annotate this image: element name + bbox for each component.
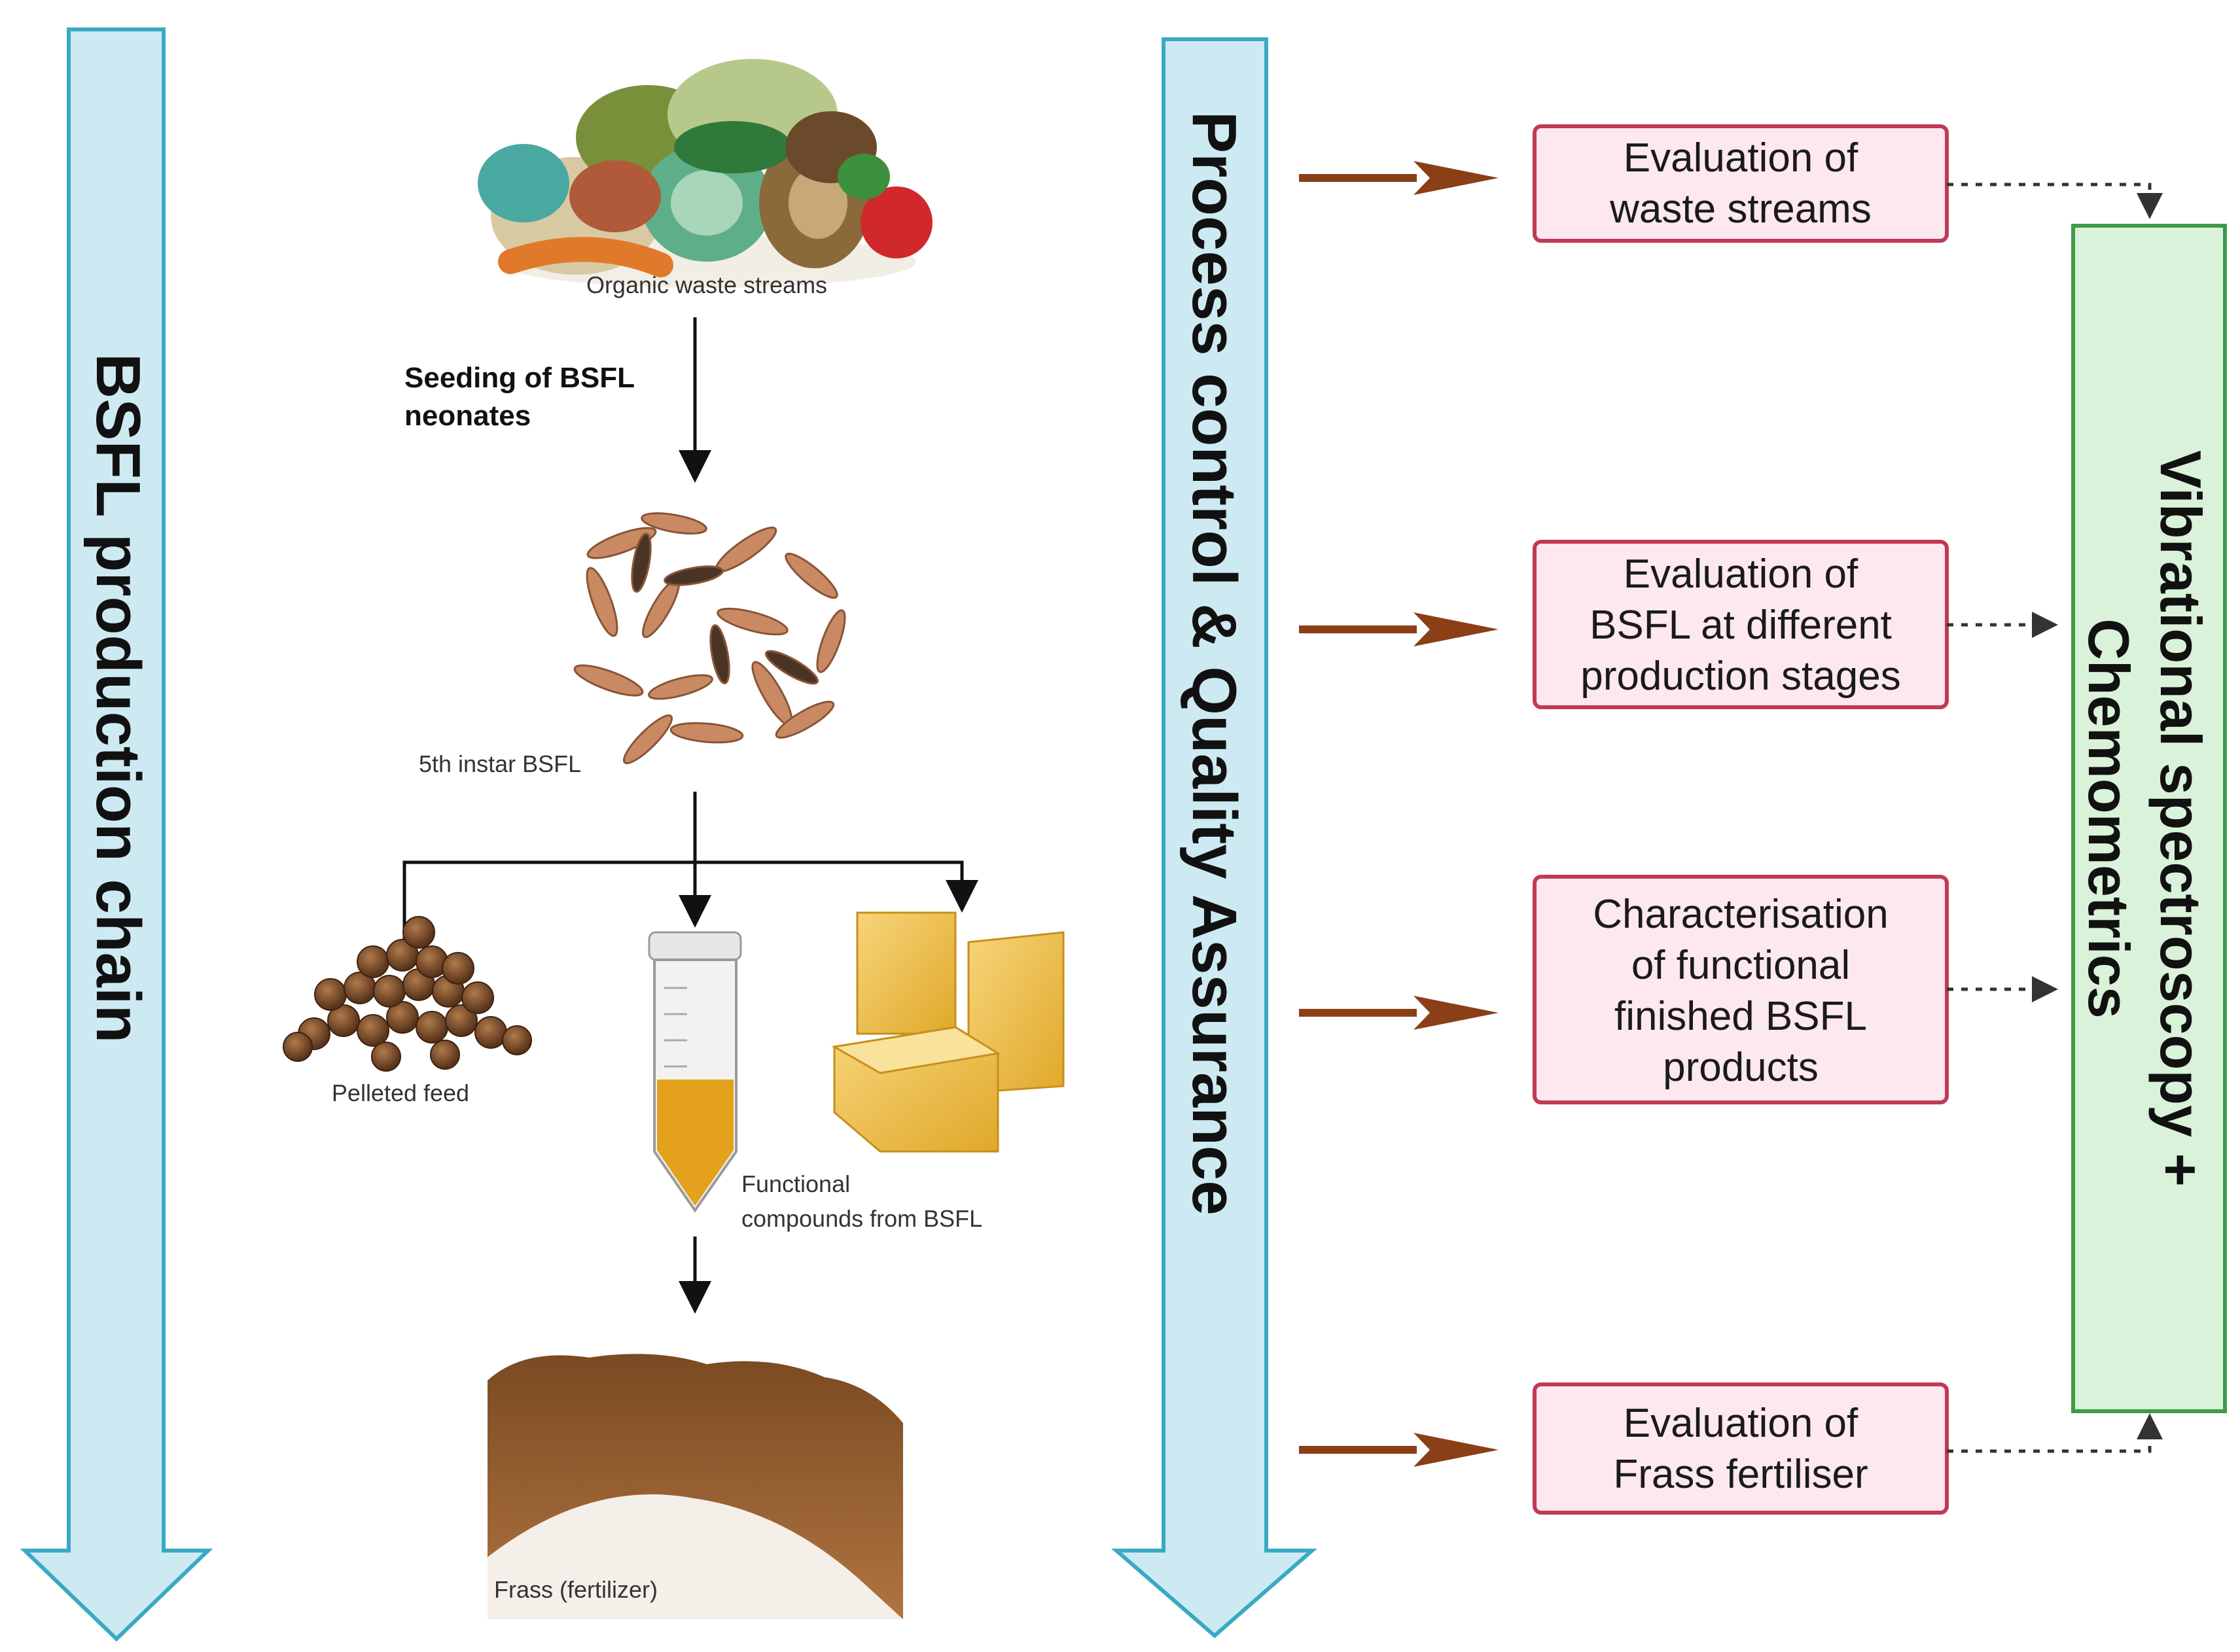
qa-box-2-line-2: BSFL at different (1590, 603, 1892, 648)
dotted-connector-4 (1947, 1413, 2163, 1453)
qa-arrow-label: Process control & Quality Assurance (1179, 111, 1249, 1216)
brown-arrow-2 (1299, 612, 1499, 646)
qa-box-1-line-2: waste streams (1609, 186, 1872, 232)
pelleted-feed-illustration (283, 916, 532, 1072)
functional-products-illustration (831, 911, 1065, 1153)
qa-box-3-line-1: Characterisation (1593, 892, 1888, 937)
production-chain-arrow-label: BSFL production chain (83, 353, 153, 1043)
qa-arrow: Process control & Quality Assurance (1111, 37, 1318, 1638)
frass-illustration (488, 1354, 903, 1619)
dotted-connectors (1947, 183, 2163, 1453)
larvae-label: 5th instar BSFL (419, 750, 581, 777)
dotted-connector-1 (1947, 183, 2163, 219)
brown-arrow-1 (1299, 161, 1499, 195)
pelleted-feed-label: Pelleted feed (332, 1080, 469, 1106)
production-chain-arrow-shape (20, 27, 213, 1642)
qa-box-bsfl-stages: Evaluation of BSFL at different producti… (1533, 540, 1949, 709)
organic-waste-illustration: Organic waste streams (478, 59, 933, 298)
qa-box-4-line-2: Frass fertiliser (1613, 1452, 1868, 1497)
seeding-label-line1: Seeding of BSFL (404, 362, 635, 394)
spectroscopy-box-line-2: Chemometrics (2076, 618, 2141, 1018)
spectroscopy-box: Vibrational spectroscopy + Chemometrics (2071, 224, 2227, 1413)
qa-box-1-line-1: Evaluation of (1624, 135, 1858, 181)
spectroscopy-box-line-1: Vibrational spectroscopy + (2148, 450, 2213, 1187)
qa-box-functional-products: Characterisation of functional finished … (1533, 875, 1949, 1104)
qa-brown-arrows (1299, 161, 1499, 1467)
branch-arrows (402, 792, 978, 958)
qa-box-3-line-4: products (1663, 1045, 1819, 1090)
frass-label: Frass (fertilizer) (494, 1576, 658, 1603)
qa-box-3-line-2: of functional (1631, 943, 1850, 988)
qa-box-frass-fertiliser: Evaluation of Frass fertiliser (1533, 1382, 1949, 1515)
functional-compounds-label-line2: compounds from BSFL (741, 1205, 982, 1232)
brown-arrow-4 (1299, 1433, 1499, 1467)
qa-box-3-line-3: finished BSFL (1614, 994, 1867, 1039)
qa-box-waste-streams: Evaluation of waste streams (1533, 124, 1949, 243)
organic-waste-label: Organic waste streams (586, 272, 827, 298)
qa-arrow-shape (1111, 37, 1318, 1638)
qa-box-2-line-1: Evaluation of (1624, 552, 1858, 597)
larvae-illustration (573, 512, 846, 765)
qa-box-4-line-1: Evaluation of (1624, 1401, 1858, 1446)
functional-compounds-label-line1: Functional (741, 1170, 850, 1197)
seeding-label-line2: neonates (404, 400, 531, 432)
production-chain-arrow: BSFL production chain (20, 27, 213, 1642)
test-tube-illustration (648, 931, 742, 1213)
qa-box-2-line-3: production stages (1580, 654, 1900, 699)
brown-arrow-3 (1299, 996, 1499, 1030)
